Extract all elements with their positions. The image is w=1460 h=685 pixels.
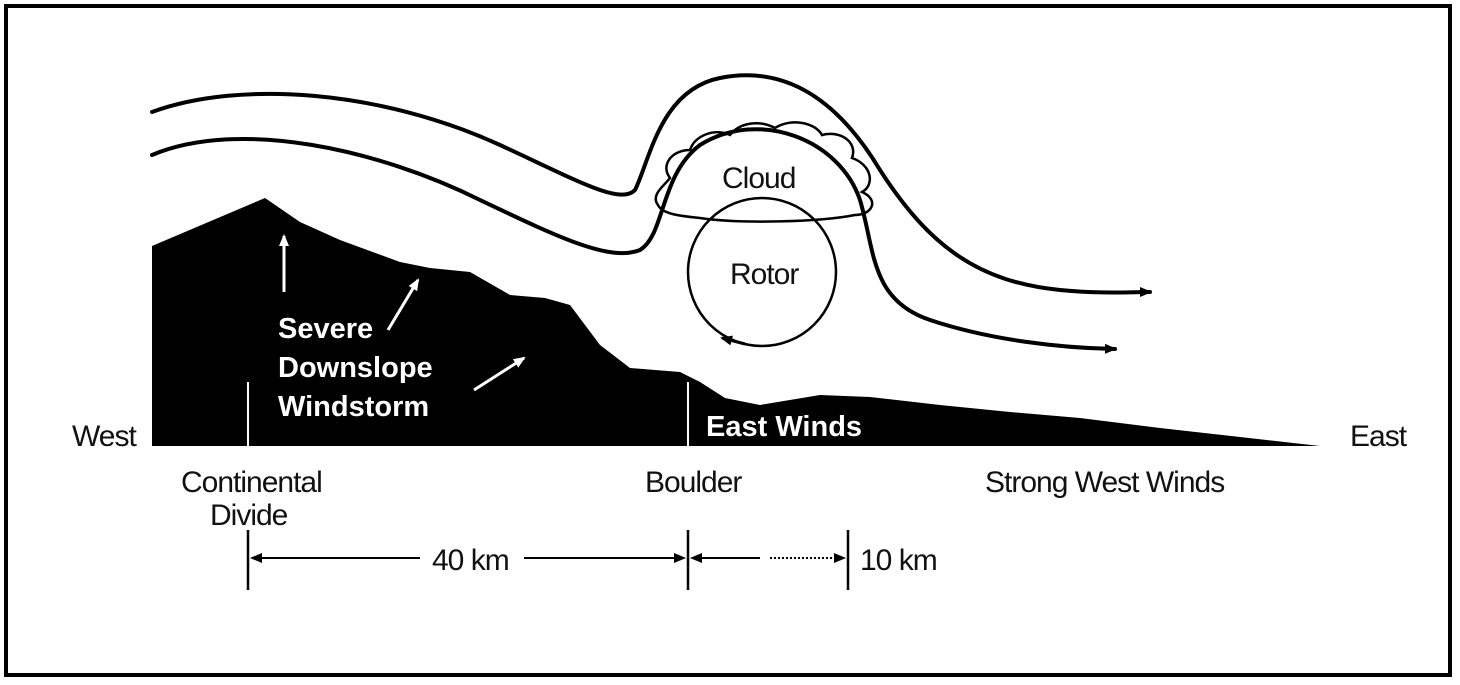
upper-streamline (150, 73, 1152, 298)
label-distance-10km: 10 km (860, 544, 937, 577)
label-windstorm-3: Windstorm (278, 391, 429, 423)
label-cloud: Cloud (722, 162, 795, 195)
diagonal-arrow-upper (386, 278, 420, 331)
label-continental-divide-2: Divide (210, 499, 288, 532)
diagonal-arrow-lower (473, 356, 526, 392)
lower-streamline (150, 127, 1117, 354)
label-windstorm-1: Severe (278, 313, 373, 345)
cloud-shape (654, 121, 874, 223)
label-east: East (1350, 420, 1408, 453)
rotor-circle (686, 196, 838, 348)
label-windstorm-2: Downslope (278, 352, 433, 384)
label-continental-divide-1: Continental (181, 466, 322, 499)
rotor-arrow (720, 335, 746, 346)
label-east-winds: East Winds (706, 411, 862, 443)
label-west: West (72, 420, 137, 453)
label-strong-west-winds: Strong West Winds (985, 466, 1224, 499)
label-rotor: Rotor (730, 258, 799, 291)
label-boulder: Boulder (645, 466, 742, 499)
terrain-silhouette (152, 198, 1320, 446)
label-distance-40km: 40 km (432, 544, 509, 577)
